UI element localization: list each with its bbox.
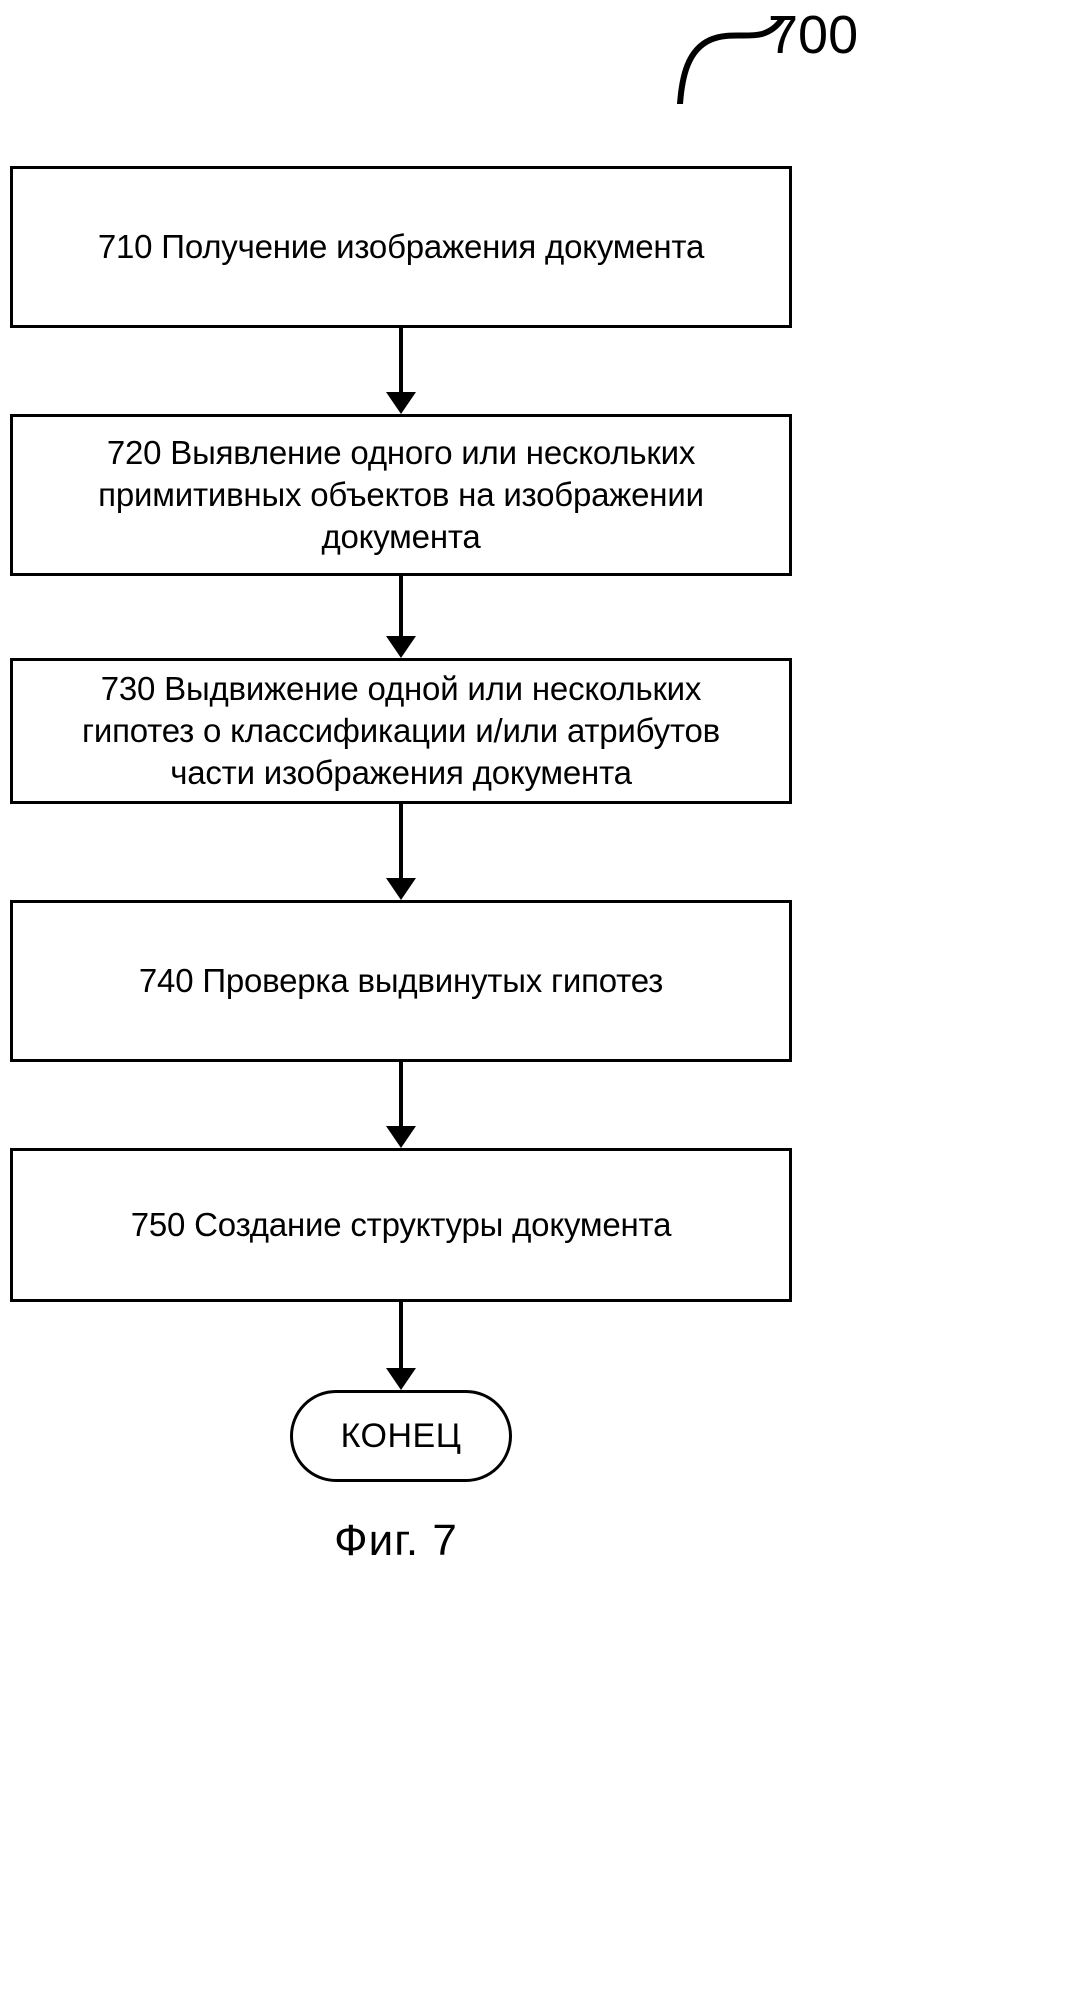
arrow-head-icon bbox=[386, 1368, 416, 1390]
flow-terminator-end[interactable]: КОНЕЦ bbox=[290, 1390, 512, 1482]
arrow-head-icon bbox=[386, 878, 416, 900]
flow-step-730-label: 730 Выдвижение одной или нескольких гипо… bbox=[82, 669, 720, 792]
flow-step-750-label: 750 Создание структуры документа bbox=[130, 1205, 672, 1243]
connector-stem bbox=[399, 328, 403, 394]
connector-stem bbox=[399, 804, 403, 880]
connector-stem bbox=[399, 1302, 403, 1370]
flow-step-720[interactable]: 720 Выявление одного или нескольких прим… bbox=[10, 414, 792, 576]
connector-stem bbox=[399, 576, 403, 638]
connector-730-to-740 bbox=[386, 804, 416, 900]
connector-stem bbox=[399, 1062, 403, 1128]
connector-720-to-730 bbox=[386, 576, 416, 658]
connector-750-to-end bbox=[386, 1302, 416, 1390]
connector-740-to-750 bbox=[386, 1062, 416, 1148]
flow-step-710-label: 710 Получение изображения документа bbox=[97, 227, 705, 265]
figure-caption: Фиг. 7 bbox=[334, 1516, 458, 1565]
flow-terminator-end-label: КОНЕЦ bbox=[340, 1416, 462, 1455]
flow-step-730[interactable]: 730 Выдвижение одной или нескольких гипо… bbox=[10, 658, 792, 804]
flow-step-720-label: 720 Выявление одного или нескольких прим… bbox=[98, 433, 704, 556]
arrow-head-icon bbox=[386, 1126, 416, 1148]
flow-step-750[interactable]: 750 Создание структуры документа bbox=[10, 1148, 792, 1302]
flow-step-740-label: 740 Проверка выдвинутых гипотез bbox=[138, 961, 664, 999]
reference-numeral-700: 700 bbox=[768, 5, 859, 65]
arrow-head-icon bbox=[386, 392, 416, 414]
reference-leader-line bbox=[677, 16, 785, 104]
flow-step-740[interactable]: 740 Проверка выдвинутых гипотез bbox=[10, 900, 792, 1062]
arrow-head-icon bbox=[386, 636, 416, 658]
connector-710-to-720 bbox=[386, 328, 416, 414]
flow-step-710[interactable]: 710 Получение изображения документа bbox=[10, 166, 792, 328]
